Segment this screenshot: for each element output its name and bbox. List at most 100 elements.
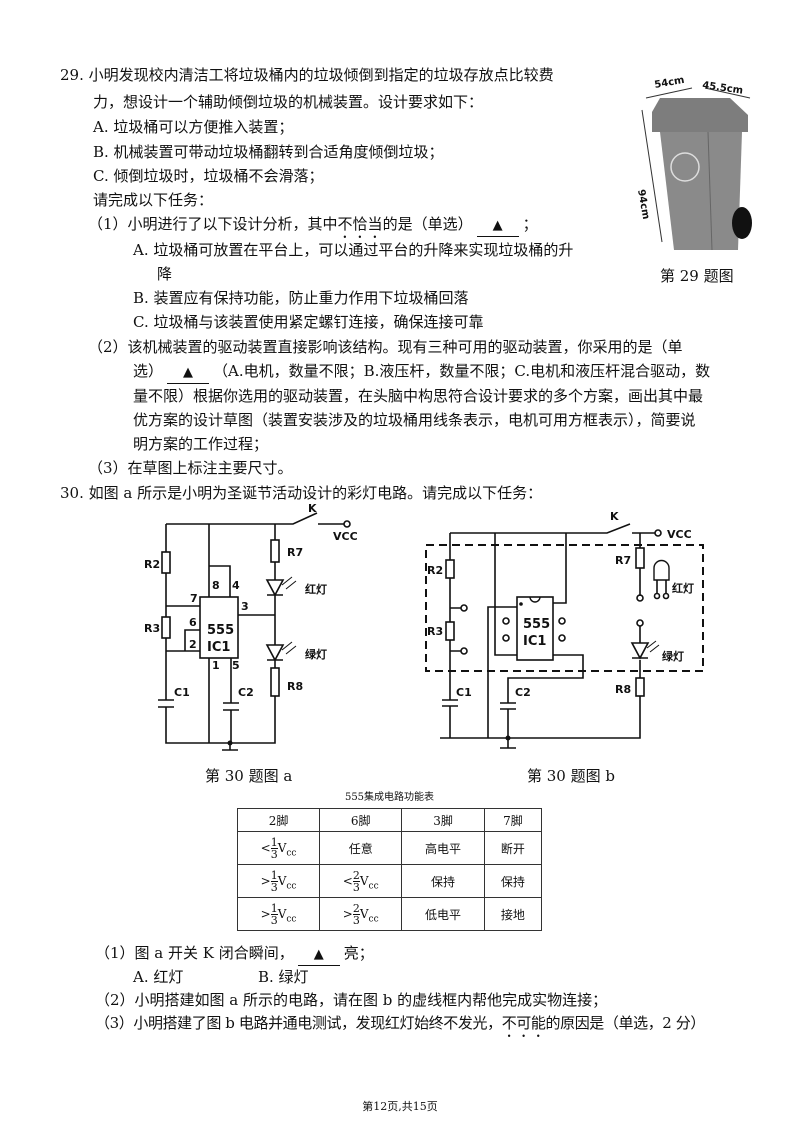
text: （1）图 a 开关 K 闭合瞬间， bbox=[95, 944, 294, 962]
light-rays-icon bbox=[281, 576, 297, 590]
wire bbox=[208, 524, 275, 743]
terminal bbox=[460, 647, 468, 655]
vcc-label: VCC bbox=[333, 530, 358, 543]
dashed-connection-area[interactable] bbox=[425, 544, 704, 672]
pin1-dot bbox=[519, 602, 523, 606]
ic-label: IC1 bbox=[523, 634, 546, 649]
chip-label: 555 bbox=[207, 623, 234, 638]
switch-k-label: K bbox=[308, 502, 317, 515]
terminal bbox=[636, 619, 644, 627]
capacitor-gap bbox=[441, 700, 459, 706]
chip-notch bbox=[529, 596, 541, 603]
vcc-terminal bbox=[654, 529, 662, 537]
option-a: A. 垃圾桶可放置在平台上，可以通过平台的升降来实现垃圾桶的升 bbox=[133, 241, 574, 259]
cell-pin7: 断开 bbox=[483, 831, 543, 865]
circuit-diagram-a: K VCC R2 R3 R7 R8 C1 C2 红灯 绿灯 7 6 2 8 4 … bbox=[144, 502, 358, 751]
recycle-logo-icon bbox=[670, 152, 700, 182]
pin-label: 5 bbox=[232, 659, 240, 672]
resistor-r8 bbox=[270, 667, 280, 697]
q30-option-b: B. 绿灯 bbox=[258, 968, 309, 986]
pin-label: 4 bbox=[232, 579, 240, 592]
r3-label: R3 bbox=[427, 625, 443, 638]
r8-label: R8 bbox=[615, 683, 631, 696]
capacitor-c1 bbox=[442, 699, 458, 707]
c1-label: C1 bbox=[456, 686, 472, 699]
bin-body bbox=[660, 132, 742, 250]
wire bbox=[166, 512, 344, 525]
dim-line bbox=[645, 87, 693, 99]
r8-label: R8 bbox=[287, 680, 303, 693]
wire bbox=[450, 523, 655, 534]
text: （A.电机，数量不限；B.液压杆，数量不限；C.电机和液压杆混合驱动，数 bbox=[213, 362, 711, 380]
dim-line bbox=[704, 87, 751, 99]
r7-label: R7 bbox=[615, 554, 631, 567]
text: ； bbox=[522, 215, 538, 233]
junction bbox=[227, 740, 233, 746]
answer-blank[interactable]: ▲ bbox=[297, 945, 340, 966]
q29-sub2-line1: （2）该机械装置的驱动装置直接影响该结构。现有三种可用的驱动装置，你采用的是（单 bbox=[88, 338, 683, 356]
text: 选） bbox=[133, 362, 164, 380]
cell-pin7: 接地 bbox=[483, 897, 543, 931]
ic-pin bbox=[558, 634, 566, 642]
capacitor-c2 bbox=[223, 702, 239, 711]
q30-sub1: （1）图 a 开关 K 闭合瞬间，▲亮； bbox=[95, 943, 374, 966]
answer-blank[interactable]: ▲ bbox=[476, 216, 519, 237]
led-green-icon bbox=[630, 642, 650, 660]
terminal bbox=[636, 594, 644, 602]
dim-height-label: 94cm bbox=[635, 189, 651, 221]
terminal bbox=[460, 604, 468, 612]
emphasis-text: 不可能 bbox=[501, 1014, 546, 1032]
chip-label: 555 bbox=[523, 617, 550, 632]
text: 的是（单选） bbox=[382, 215, 473, 233]
resistor-r2 bbox=[445, 559, 455, 579]
q29-sub2-line2: 选）▲（A.电机，数量不限；B.液压杆，数量不限；C.电机和液压杆混合驱动，数 bbox=[133, 361, 710, 384]
wheel bbox=[732, 207, 752, 239]
light-rays-icon bbox=[281, 641, 297, 655]
table-title: 555集成电路功能表 bbox=[344, 792, 435, 803]
c2-label: C2 bbox=[238, 686, 254, 699]
red-led-label: 红灯 bbox=[672, 581, 694, 595]
answer-blank[interactable]: ▲ bbox=[167, 363, 210, 384]
pin-label: 8 bbox=[212, 579, 220, 592]
dim-line bbox=[641, 109, 663, 243]
page-footer: 第12页,共15页 bbox=[362, 1100, 438, 1113]
r7-label: R7 bbox=[287, 546, 303, 559]
fig30a-caption: 第 30 题图 a bbox=[205, 767, 293, 785]
resistor-r2 bbox=[161, 551, 171, 574]
text: （3）小明搭建了图 b 电路并通电测试，发现红灯始终不发光， bbox=[95, 1014, 502, 1032]
q29-line1: 29. 小明发现校内清洁工将垃圾桶内的垃圾倾倒到指定的垃圾存放点比较费 bbox=[60, 65, 554, 85]
fig29-caption: 第 29 题图 bbox=[660, 267, 734, 285]
cell-pin3: 低电平 bbox=[401, 897, 485, 931]
header-cell: 2脚 bbox=[236, 808, 321, 832]
c2-label: C2 bbox=[515, 686, 531, 699]
resistor-r3 bbox=[161, 616, 171, 639]
question-number: 29. bbox=[60, 66, 84, 84]
r2-label: R2 bbox=[427, 564, 443, 577]
bin-edge bbox=[707, 131, 713, 251]
r2-label: R2 bbox=[144, 558, 160, 571]
resistor-r3 bbox=[445, 621, 455, 641]
wire bbox=[440, 533, 641, 739]
q29-sub2-line4: 优方案的设计草图（装置安装涉及的垃圾桶用线条表示，电机可用方框表示），简要说 bbox=[133, 411, 696, 429]
capacitor-gap bbox=[223, 703, 240, 710]
header-cell: 6脚 bbox=[319, 808, 403, 832]
green-led-label: 绿灯 bbox=[662, 649, 684, 663]
q30-option-a: A. 红灯 bbox=[133, 968, 184, 986]
led-red-icon bbox=[265, 579, 285, 597]
text: 的原因是（单选，2 分） bbox=[545, 1014, 706, 1032]
text: 如图 a 所示是小明为圣诞节活动设计的彩灯电路。请完成以下任务： bbox=[88, 484, 543, 502]
capacitor-c1 bbox=[158, 699, 174, 708]
switch-k-label: K bbox=[610, 510, 619, 523]
ic-label: IC1 bbox=[207, 640, 230, 655]
emphasis-text: 不恰当 bbox=[337, 215, 383, 233]
q30-sub2: （2）小明搭建如图 a 所示的电路，请在图 b 的虚线框内帮他完成实物连接； bbox=[95, 991, 608, 1009]
resistor-r7 bbox=[270, 539, 280, 563]
q29-sub2-line5: 明方案的工作过程； bbox=[133, 435, 269, 453]
